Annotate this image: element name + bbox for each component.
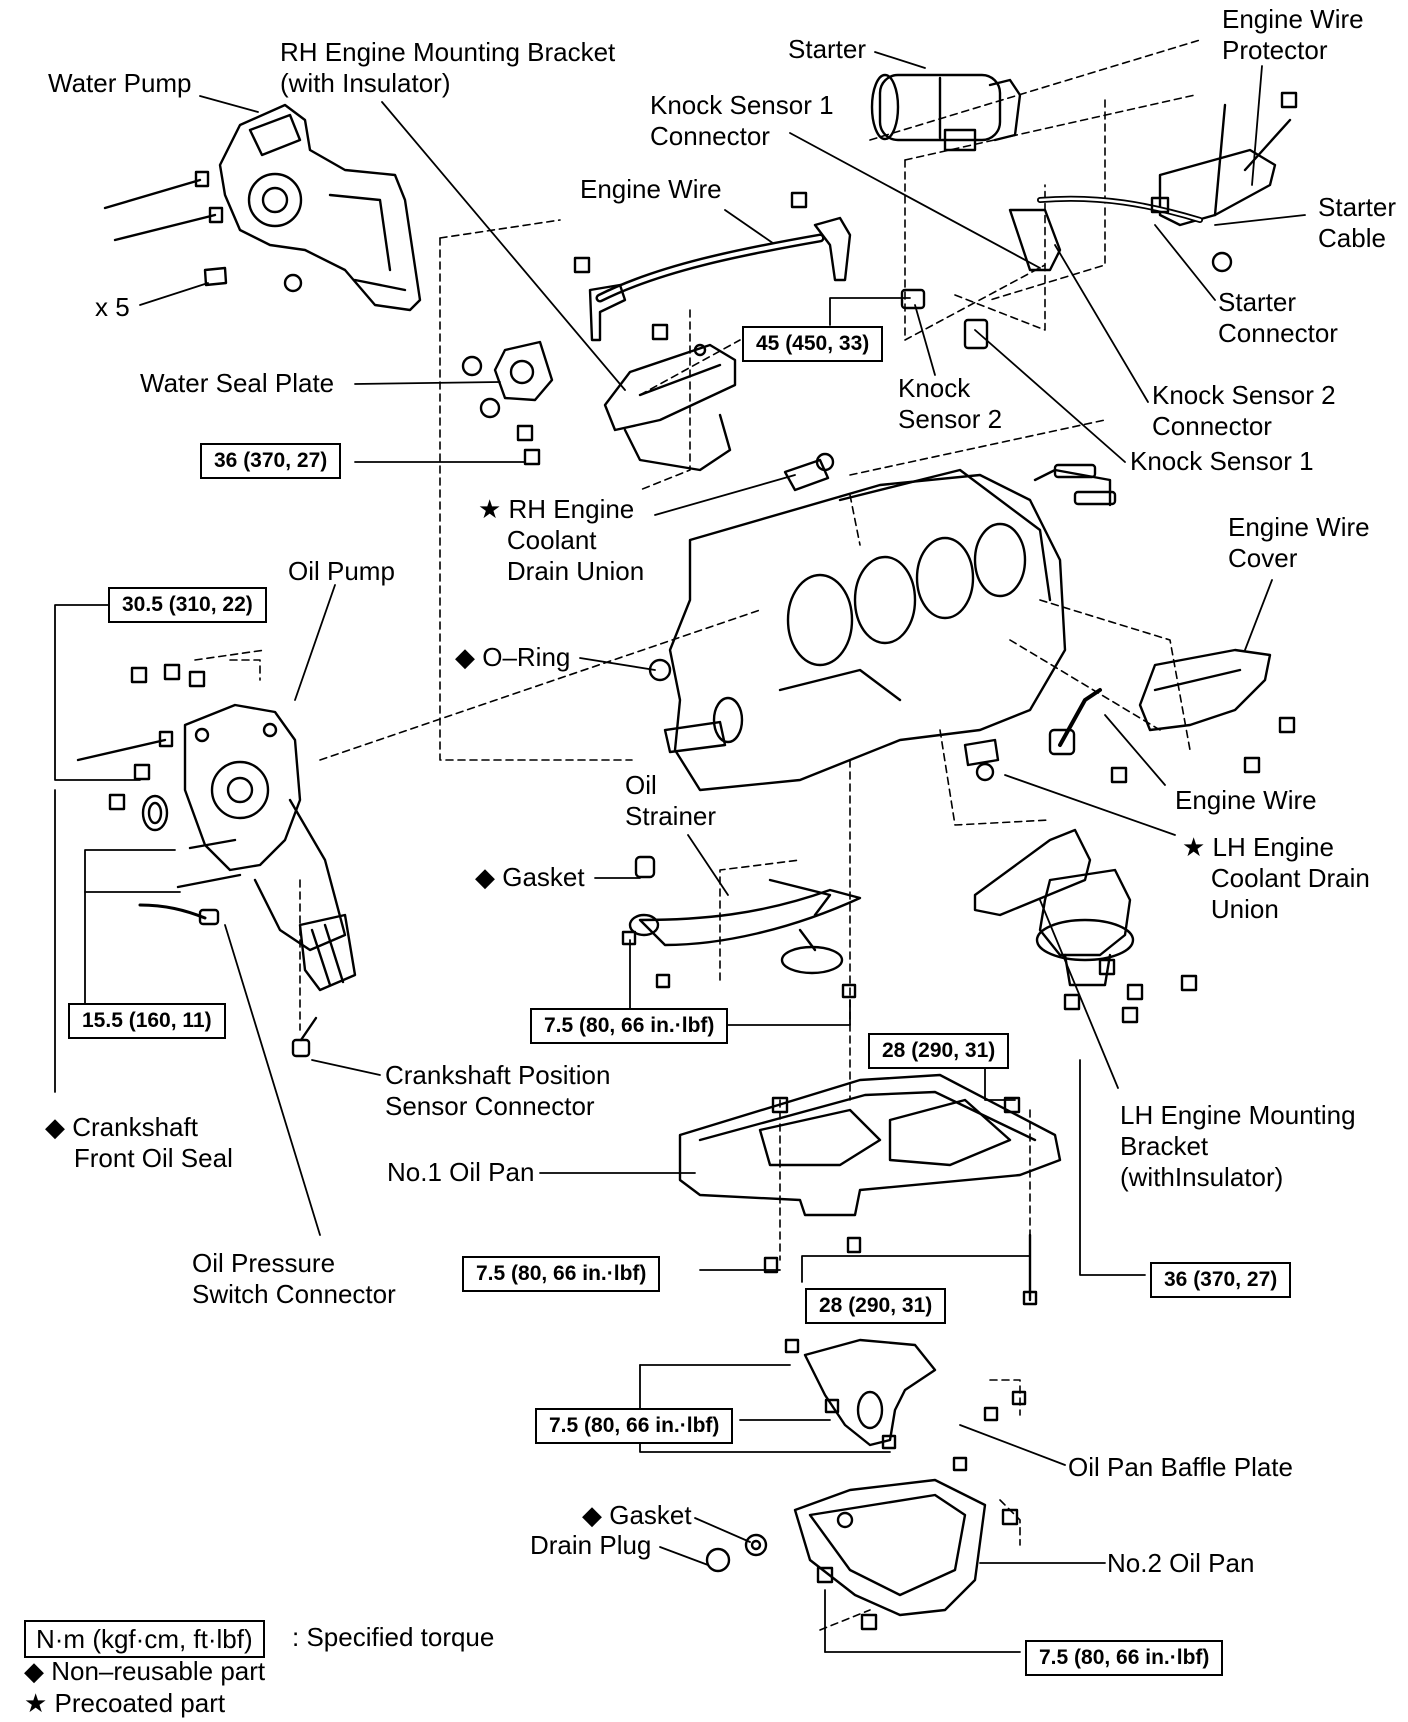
torque-box: 7.5 (80, 66 in.·lbf) [530, 1008, 729, 1044]
label-knock-sensor-1: Knock Sensor 1 [1130, 446, 1314, 476]
label-knock-sensor-2-connector: Knock Sensor 2 Connector [1152, 380, 1336, 441]
label-lh-mounting-bracket: LH Engine Mounting Bracket (withInsulato… [1120, 1100, 1356, 1192]
label-engine-wire-cover: Engine Wire Cover [1228, 512, 1370, 573]
torque-box: 36 (370, 27) [1150, 1262, 1292, 1298]
torque-box: 30.5 (310, 22) [108, 587, 267, 623]
label-oil-pressure-switch-connector: Oil Pressure Switch Connector [192, 1248, 396, 1309]
torque-box: 15.5 (160, 11) [68, 1003, 226, 1039]
label-lh-coolant-drain-union: ★ LH Engine Coolant Drain Union [1182, 832, 1370, 924]
label-water-seal-plate: Water Seal Plate [140, 368, 335, 398]
engine-wire-cover [1138, 648, 1296, 774]
label-oil-pump: Oil Pump [288, 556, 395, 586]
engine-block [663, 463, 1117, 792]
legend-non-reusable: ◆ Non–reusable part [24, 1656, 266, 1686]
label-engine-wire-right: Engine Wire [1175, 785, 1317, 815]
oil-pan-baffle-plate [784, 1338, 1027, 1472]
label-no1-oil-pan: No.1 Oil Pan [387, 1157, 535, 1187]
label-water-pump: Water Pump [48, 68, 192, 98]
torque-box: 7.5 (80, 66 in.·lbf) [462, 1256, 661, 1292]
torque-brackets [54, 297, 1146, 1653]
knock-sensors [900, 288, 989, 350]
engine-wire-right [1048, 688, 1128, 784]
label-rh-coolant-drain-union: ★ RH Engine Coolant Drain Union [478, 494, 645, 586]
lh-mounting-bracket [973, 828, 1198, 1024]
rh-mounting-bracket [603, 343, 737, 472]
crank-position-connector [291, 1016, 318, 1058]
no2-oil-pan [793, 1478, 1019, 1631]
label-gasket-drain: ◆ Gasket [582, 1500, 692, 1530]
legend-specified-torque: : Specified torque [292, 1622, 495, 1652]
label-knock-sensor-1-connector: Knock Sensor 1 Connector [650, 90, 834, 151]
o-ring [648, 658, 672, 682]
label-rh-mounting-bracket: RH Engine Mounting Bracket (with Insulat… [280, 37, 616, 98]
oil-filter [138, 903, 357, 992]
legend-torque-unit-box: N·m (kgf·cm, ft·lbf) [24, 1620, 265, 1658]
crankshaft-front-oil-seal [141, 794, 169, 832]
oil-strainer [621, 855, 862, 999]
oil-pump-bolts [76, 663, 242, 889]
leader-lines [139, 51, 1306, 1566]
starter [870, 73, 1298, 152]
label-engine-wire-protector: Engine Wire Protector [1222, 4, 1364, 65]
rh-coolant-drain-union [783, 452, 835, 492]
label-gasket-strainer: ◆ Gasket [475, 862, 585, 892]
label-oil-strainer: Oil Strainer [625, 770, 717, 831]
alignment-lines [194, 39, 1201, 1631]
drain-plug [705, 1533, 768, 1573]
label-starter-cable: Starter Cable [1318, 192, 1397, 253]
torque-box: 28 (290, 31) [805, 1288, 947, 1324]
label-drain-plug: Drain Plug [530, 1530, 652, 1560]
torque-box: 36 (370, 27) [200, 443, 342, 479]
label-knock-sensor-2: Knock Sensor 2 [898, 373, 1003, 434]
label-starter-connector: Starter Connector [1218, 287, 1338, 348]
label-engine-wire-top: Engine Wire [580, 174, 722, 204]
torque-box: 45 (450, 33) [742, 326, 884, 362]
label-starter: Starter [788, 34, 867, 64]
lh-coolant-drain-union [963, 738, 1000, 782]
water-pump [218, 103, 422, 312]
oil-pump [183, 703, 347, 952]
torque-box: 7.5 (80, 66 in.·lbf) [1025, 1640, 1224, 1676]
torque-box: 28 (290, 31) [868, 1033, 1010, 1069]
torque-box: 7.5 (80, 66 in.·lbf) [535, 1408, 734, 1444]
legend-precoated: ★ Precoated part [24, 1688, 226, 1718]
label-no2-oil-pan: No.2 Oil Pan [1107, 1548, 1255, 1578]
label-crankshaft-position-connector: Crankshaft Position Sensor Connector [385, 1060, 611, 1121]
label-x5: x 5 [95, 292, 130, 322]
label-crankshaft-front-oil-seal: ◆ Crankshaft Front Oil Seal [45, 1112, 233, 1173]
label-o-ring: ◆ O–Ring [455, 642, 571, 672]
water-pump-bolts [103, 170, 303, 293]
water-seal-plate [461, 340, 554, 466]
engine-wire-top [573, 191, 852, 342]
label-oil-pan-baffle-plate: Oil Pan Baffle Plate [1068, 1452, 1293, 1482]
wire-protector [1008, 103, 1292, 273]
no1-oil-pan [678, 1073, 1062, 1306]
